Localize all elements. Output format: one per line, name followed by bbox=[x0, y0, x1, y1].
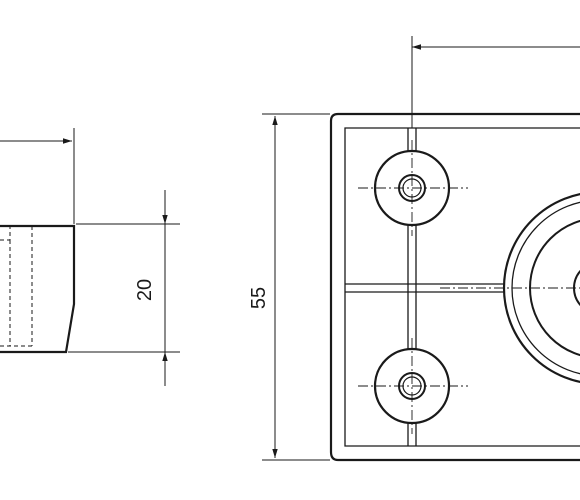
side-view bbox=[0, 128, 180, 386]
mounting-boss-bottom bbox=[358, 338, 468, 434]
front-view-inner-rim bbox=[344, 127, 580, 447]
front-view-outer-outline bbox=[329, 112, 580, 462]
side-view-body-outline bbox=[0, 224, 76, 354]
front-view bbox=[262, 36, 580, 462]
side-view-hidden-lines bbox=[0, 226, 33, 347]
central-boss bbox=[440, 193, 580, 383]
dimension-label-55: 55 bbox=[248, 287, 270, 309]
dimension-label-20: 20 bbox=[134, 279, 156, 301]
mounting-boss-top bbox=[358, 140, 468, 236]
